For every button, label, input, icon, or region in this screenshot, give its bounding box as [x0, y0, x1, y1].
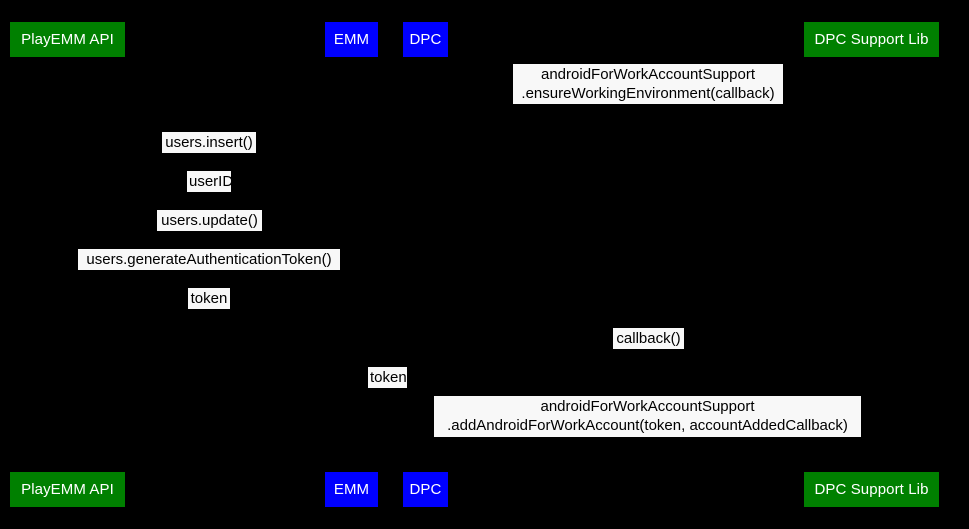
message-line-1: callback()	[616, 330, 681, 347]
lifeline-emm	[351, 57, 352, 472]
participant-label: DPC Support Lib	[814, 31, 929, 48]
message-label-users-update: users.update()	[157, 210, 262, 231]
participant-dpc-support-lib[interactable]: DPC Support Lib	[804, 22, 939, 57]
message-label-user-id: userID	[187, 171, 234, 192]
message-label-users-insert: users.insert()	[162, 132, 256, 153]
message-label-users-generate-authentication-token: users.generateAuthenticationToken()	[78, 249, 340, 270]
participant-playemm-api[interactable]: PlayEMM API	[10, 22, 125, 57]
message-line-1: token	[370, 369, 407, 386]
participant-dpc[interactable]: DPC	[403, 22, 448, 57]
message-line-2: .ensureWorkingEnvironment(callback)	[521, 85, 775, 102]
participant-emm[interactable]: EMM	[325, 22, 378, 57]
message-label-ensure-working-environment: androidForWorkAccountSupport .ensureWork…	[513, 64, 783, 104]
participant-playemm-api-bottom[interactable]: PlayEMM API	[10, 472, 125, 507]
lifeline-dpc-support-lib	[871, 57, 872, 472]
participant-label: EMM	[333, 481, 370, 498]
message-line-1: androidForWorkAccountSupport	[540, 398, 755, 415]
message-line-1: token	[190, 290, 228, 307]
message-label-callback: callback()	[613, 328, 684, 349]
participant-label: DPC Support Lib	[814, 481, 929, 498]
message-line-1: androidForWorkAccountSupport	[541, 66, 755, 83]
message-label-token-to-dpc: token	[368, 367, 407, 388]
message-line-1: userID	[189, 173, 234, 190]
participant-dpc-support-lib-bottom[interactable]: DPC Support Lib	[804, 472, 939, 507]
lifeline-playemm-api	[67, 57, 68, 472]
message-label-add-android-for-work-account: androidForWorkAccountSupport .addAndroid…	[434, 396, 861, 437]
participant-label: DPC	[409, 481, 442, 498]
participant-label: PlayEMM API	[21, 31, 114, 48]
message-line-1: users.insert()	[165, 134, 253, 151]
message-line-2: .addAndroidForWorkAccount(token, account…	[447, 417, 848, 434]
participant-label: DPC	[409, 31, 442, 48]
participant-label: PlayEMM API	[21, 481, 114, 498]
participant-dpc-bottom[interactable]: DPC	[403, 472, 448, 507]
participant-label: EMM	[333, 31, 370, 48]
message-line-1: users.update()	[161, 212, 258, 229]
participant-emm-bottom[interactable]: EMM	[325, 472, 378, 507]
lifeline-dpc	[425, 57, 426, 472]
message-line-1: users.generateAuthenticationToken()	[86, 251, 332, 268]
message-label-token-to-emm: token	[188, 288, 230, 309]
